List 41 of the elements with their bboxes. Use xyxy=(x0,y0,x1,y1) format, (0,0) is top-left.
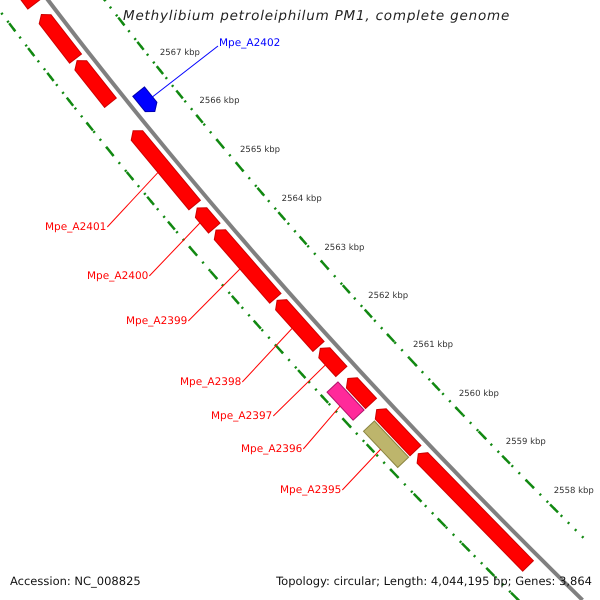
gene-feature xyxy=(318,347,348,378)
gene-feature xyxy=(275,299,325,352)
leader-line xyxy=(302,406,340,450)
tick-label: 2564 kbp xyxy=(282,194,322,205)
leader-line xyxy=(242,328,293,382)
tick-label: 2563 kbp xyxy=(324,244,364,254)
gene-feature xyxy=(130,130,202,210)
tick-label: 2566 kbp xyxy=(199,97,240,108)
gene-feature xyxy=(416,452,534,572)
tick-label: 2567 kbp xyxy=(160,48,200,59)
footer-text: Accession: NC_008825 xyxy=(10,575,141,588)
tick-label: 2558 kbp xyxy=(554,487,594,497)
gene-label: Mpe_A2396 xyxy=(241,443,302,456)
gene-block xyxy=(326,381,365,421)
gene-label: Mpe_A2402 xyxy=(219,37,280,50)
gene-feature xyxy=(194,207,221,234)
leader-line xyxy=(272,364,326,416)
gene-feature xyxy=(132,86,158,112)
leader-line xyxy=(188,268,240,322)
gene-label: Mpe_A2395 xyxy=(280,484,342,496)
gene-feature xyxy=(214,229,282,304)
gene-feature xyxy=(74,60,117,108)
gene-label: Mpe_A2400 xyxy=(87,270,148,282)
leader-line xyxy=(152,46,218,98)
gene-feature xyxy=(374,408,422,456)
gene-block xyxy=(362,420,410,468)
leader-line xyxy=(342,448,381,490)
leader-line xyxy=(106,172,158,228)
tick-label: 2562 kbp xyxy=(368,292,408,302)
gene-label: Mpe_A2398 xyxy=(180,376,242,388)
tick-label: 2561 kbp xyxy=(412,340,454,351)
tick-label: 2559 kbp xyxy=(506,438,546,448)
gene-label: Mpe_A2397 xyxy=(211,410,272,422)
gene-label: Mpe_A2399 xyxy=(126,315,188,328)
gene-feature xyxy=(346,377,378,410)
gene-feature xyxy=(38,14,82,64)
tick-label: 2560 kbp xyxy=(458,390,499,400)
leader-line xyxy=(148,222,200,276)
tick-label: 2565 kbp xyxy=(240,146,280,156)
gene-label: Mpe_A2401 xyxy=(45,221,106,234)
title: Methylibium petroleiphilum PM1, complete genome xyxy=(123,9,510,25)
